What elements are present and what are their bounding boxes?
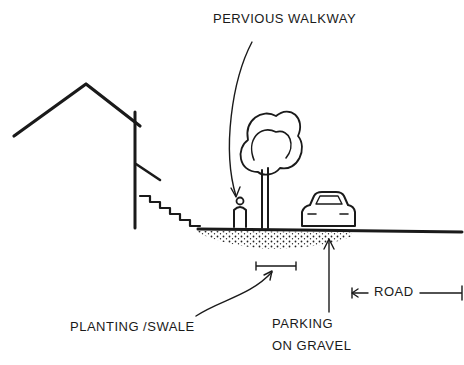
car-windshield bbox=[316, 196, 342, 204]
gravel-stipple bbox=[196, 231, 352, 249]
road-arrowhead bbox=[352, 289, 358, 297]
swale-bracket bbox=[256, 262, 296, 270]
callout-label: PLANTING /SWALE bbox=[70, 316, 250, 338]
pedestrian-figure bbox=[234, 207, 246, 227]
stairs bbox=[140, 196, 200, 226]
walkway-leader bbox=[229, 42, 252, 196]
callout-label: PARKING ON GRAVEL bbox=[272, 313, 356, 357]
eave-line bbox=[136, 164, 160, 180]
roof-line bbox=[14, 84, 140, 136]
car-lights bbox=[308, 213, 348, 215]
callout-label: PERVIOUS WALKWAY bbox=[213, 8, 423, 30]
tree-trunk bbox=[262, 168, 268, 228]
parking-leader bbox=[328, 240, 329, 312]
walkway-arrowhead bbox=[231, 187, 240, 197]
callout-label: ROAD bbox=[374, 281, 434, 303]
house-wall bbox=[134, 112, 137, 228]
tree-canopy bbox=[241, 112, 302, 175]
swale-arrowhead bbox=[264, 271, 272, 280]
pedestrian-head bbox=[237, 198, 244, 205]
swale-leader bbox=[196, 272, 272, 316]
tree-canopy-inner bbox=[252, 130, 291, 160]
parked-car bbox=[302, 192, 355, 226]
